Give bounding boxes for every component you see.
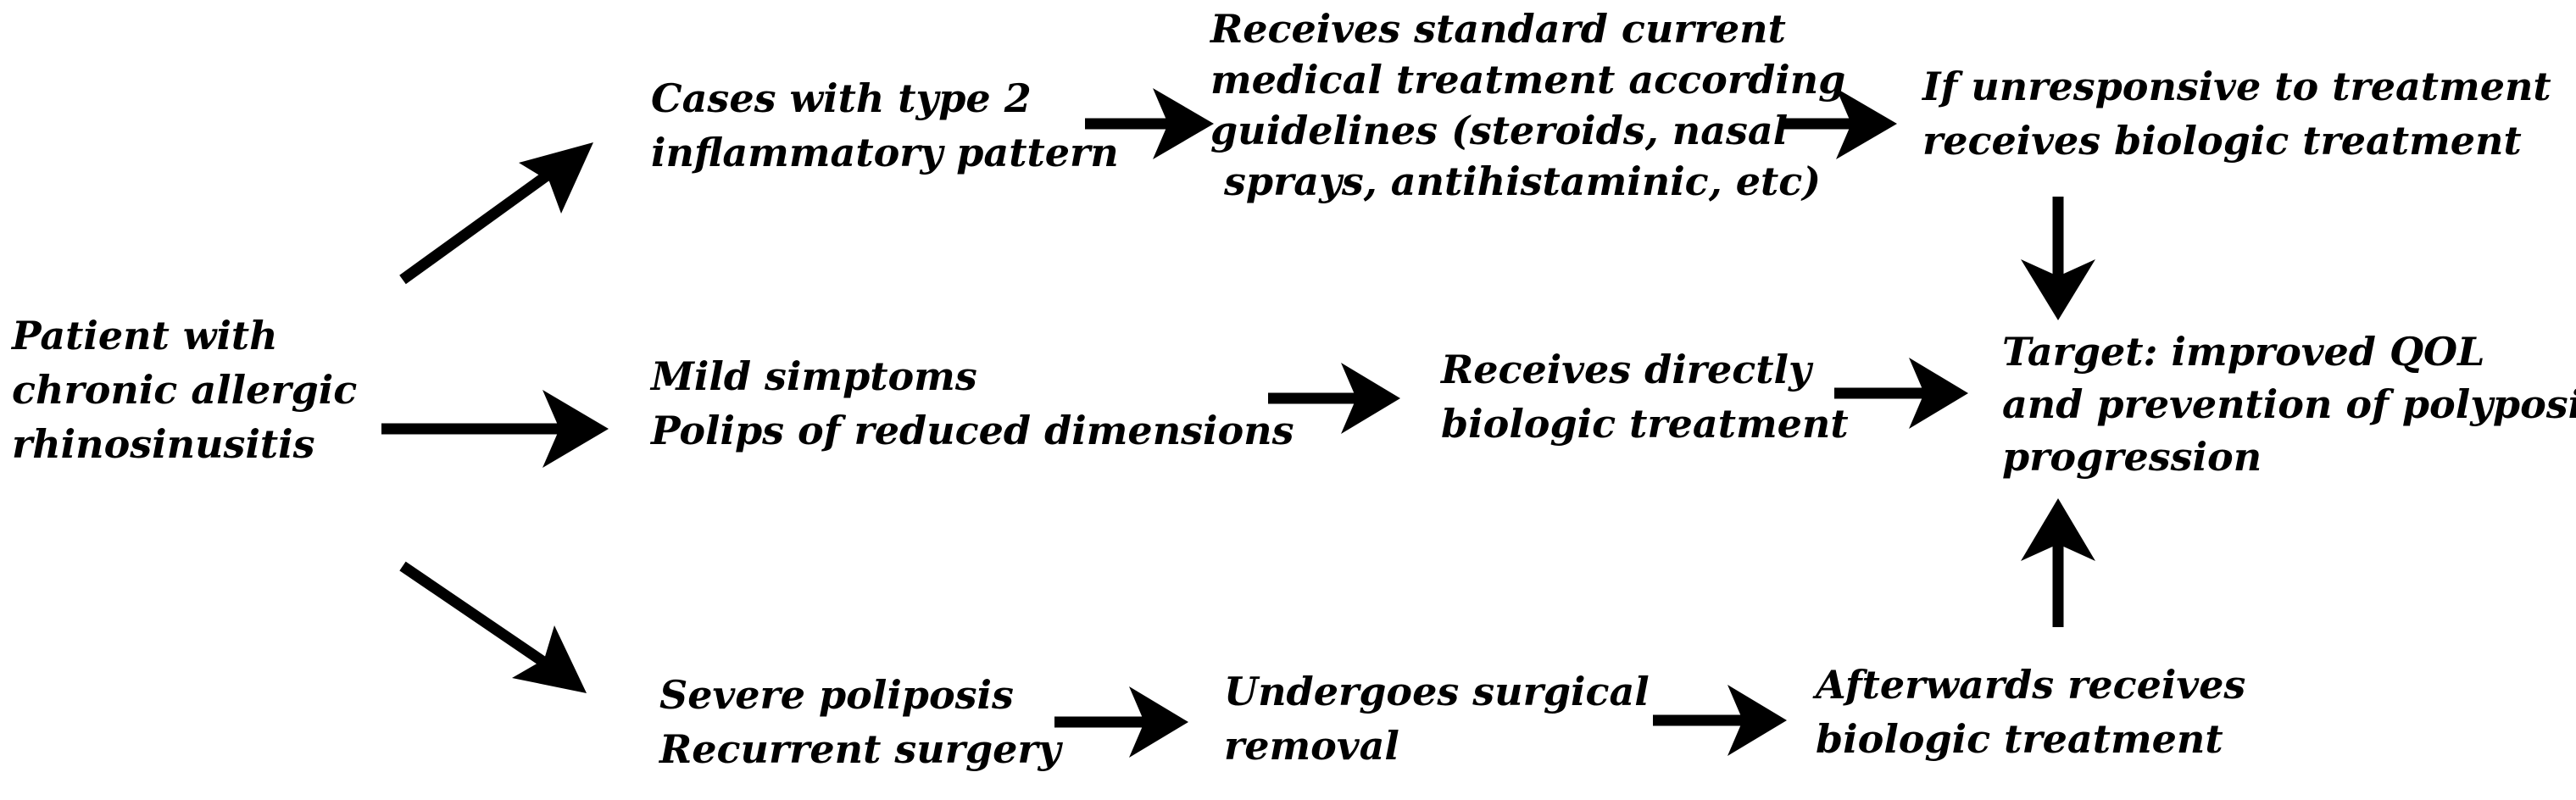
node-line: chronic allergic [12,367,358,413]
node-target: Target: improved QOL and prevention of p… [2002,325,2576,483]
node-line: Undergoes surgical [1224,669,1650,714]
node-mild-symptoms: Mild simptoms Polips of reduced dimensio… [651,349,1294,458]
node-line: biologic treatment [1816,716,2223,762]
node-line: Target: improved QOL [2002,329,2485,375]
node-line: receives biologic treatment [1922,118,2522,164]
node-afterwards-biologic: Afterwards receives biologic treatment [1816,658,2245,766]
arrow-type2-to-standard [1085,88,1214,159]
node-line: inflammatory pattern [651,130,1119,175]
arrow-patient-to-type2 [399,142,593,285]
node-standard-treatment: Receives standard current medical treatm… [1210,3,1845,207]
node-line: Mild simptoms [651,353,977,399]
node-line: and prevention of polyposis [2002,381,2576,427]
arrow-patient-to-mild [381,390,609,468]
node-unresponsive: If unresponsive to treatment receives bi… [1922,59,2551,168]
arrow-afterwards-to-target [2021,498,2095,627]
node-line: sprays, antihistaminic, etc) [1210,158,1822,204]
node-line: removal [1224,723,1399,769]
node-line: Recurrent surgery [659,726,1061,772]
node-severe-polyposis: Severe poliposis Recurrent surgery [659,668,1060,776]
node-line: medical treatment according [1210,57,1846,103]
node-line: Receives directly [1441,347,1811,392]
arrow-patient-to-severe [399,561,587,693]
node-line: rhinosinusitis [12,421,315,467]
arrow-standard-to-unresponsive [1780,88,1897,159]
arrow-unresponsive-to-target [2021,197,2095,320]
node-line: progression [2002,434,2262,480]
arrow-direct-biologic-to-target [1834,358,1968,429]
arrow-surgery-to-afterwards [1653,685,1787,756]
node-line: Severe poliposis [659,672,1014,718]
node-line: guidelines (steroids, nasal [1210,108,1789,153]
node-line: If unresponsive to treatment [1922,64,2551,109]
node-line: biologic treatment [1441,401,1849,447]
node-line: Polips of reduced dimensions [651,408,1294,453]
node-patient: Patient with chronic allergic rhinosinus… [12,308,357,471]
node-surgical-removal: Undergoes surgical removal [1224,664,1650,773]
arrow-severe-to-surgery [1054,686,1188,758]
node-line: Afterwards receives [1816,662,2246,708]
node-direct-biologic: Receives directly biologic treatment [1441,342,1849,451]
node-line: Cases with type 2 [651,75,1032,121]
node-line: Receives standard current [1210,6,1786,52]
arrow-mild-to-direct-biologic [1268,363,1400,434]
node-type2-pattern: Cases with type 2 inflammatory pattern [651,71,1119,180]
node-line: Patient with [12,313,278,358]
